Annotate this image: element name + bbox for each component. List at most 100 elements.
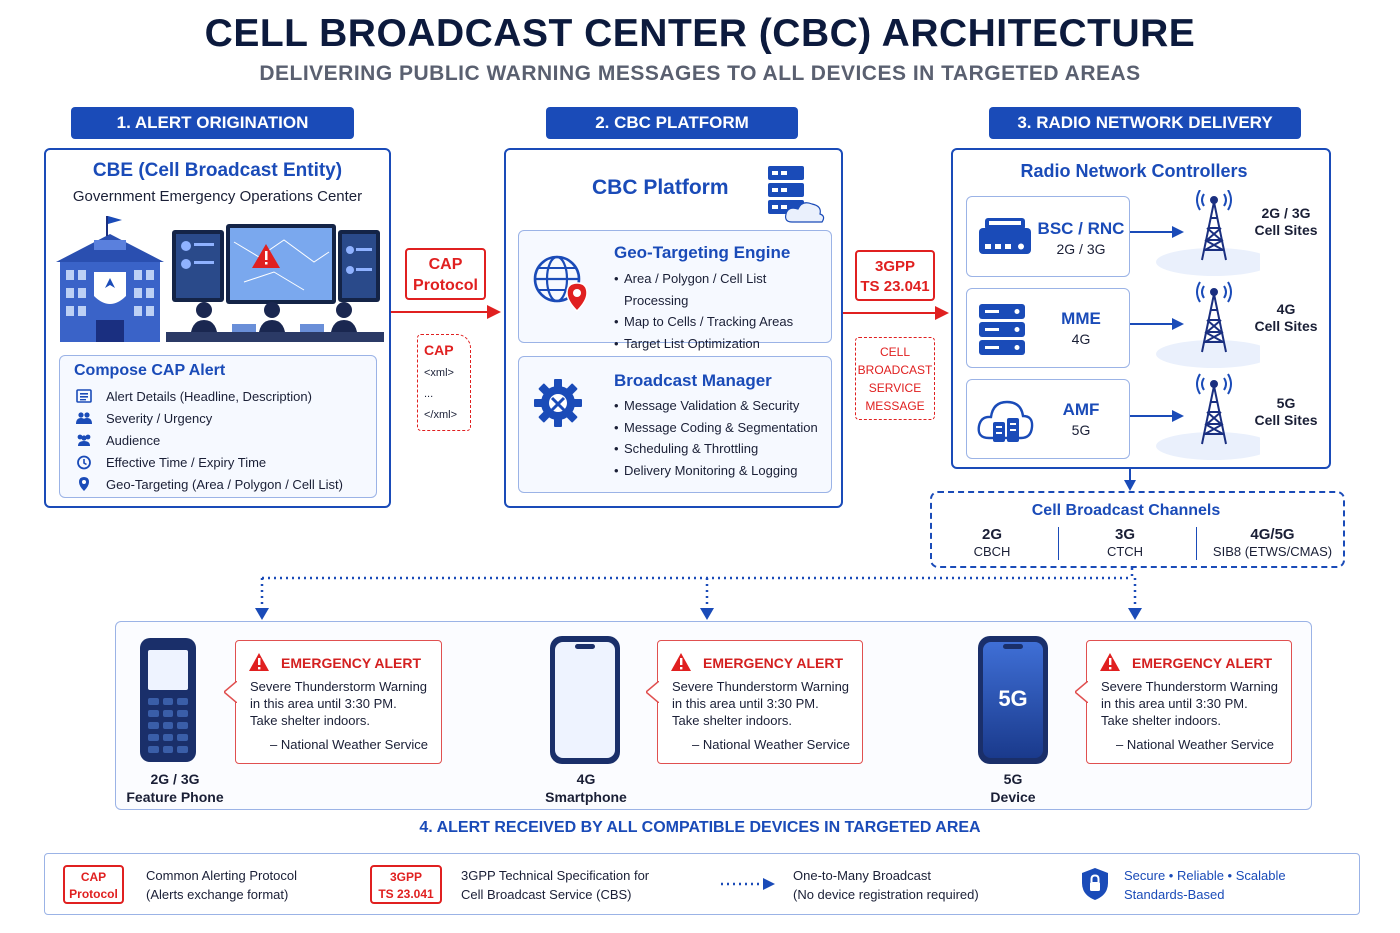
3gpp-label-line1: 3GPP — [874, 258, 916, 275]
radio-network-title: Radio Network Controllers — [1020, 161, 1248, 181]
legend-3gpp-badge: 3GPP TS 23.041 — [370, 865, 442, 904]
cap-doc-title: CAP — [424, 342, 454, 358]
device-label-line2: Device — [990, 789, 1036, 805]
controller-tech: 2G / 3G — [1056, 241, 1106, 257]
cell-sites-line2: Cell Sites — [1254, 222, 1318, 238]
emergency-alert-bubble: EMERGENCY ALERT Severe Thunderstorm Warn… — [1075, 640, 1292, 764]
audience-icon — [77, 434, 91, 446]
controller-name: BSC / RNC — [1037, 219, 1125, 238]
broadcast-manager-panel: Broadcast Manager Message Validation & S… — [518, 356, 832, 493]
devices-panel: 2G / 3G Feature Phone EMERGENCY ALERT Se… — [115, 621, 1312, 810]
cbs-msg-line: BROADCAST — [857, 363, 933, 377]
section-caption-alert-received: 4. ALERT RECEIVED BY ALL COMPATIBLE DEVI… — [419, 819, 981, 836]
alert-line: Take shelter indoors. — [250, 713, 370, 728]
arrow-cbc-to-radio — [843, 306, 949, 320]
alert-line: in this area until 3:30 PM. — [1101, 696, 1248, 711]
smartphone-icon — [550, 636, 620, 764]
cbs-msg-line: MESSAGE — [865, 399, 925, 413]
controller-amf: AMF 5G — [966, 379, 1130, 459]
compose-item: Effective Time / Expiry Time — [76, 451, 372, 473]
cell-broadcast-channels-panel: Cell Broadcast Channels 2G CBCH 3G CTCH … — [930, 491, 1345, 568]
broadcast-manager-item: Message Validation & Security — [614, 395, 829, 417]
channel-name: CBCH — [973, 544, 1011, 559]
broadcast-manager-title: Broadcast Manager — [614, 371, 772, 390]
legend-sec-desc-line1: Secure • Reliable • Scalable — [1124, 868, 1286, 883]
arrow-cbe-to-cbc — [391, 305, 501, 319]
legend-panel: CAP Protocol Common Alerting Protocol (A… — [44, 853, 1360, 915]
legend-cap-badge-line2: Protocol — [69, 887, 118, 901]
network-router-icon — [979, 218, 1031, 254]
legend-3gpp-badge-line2: TS 23.041 — [378, 887, 434, 901]
severity-icon — [76, 412, 92, 424]
legend-cap-desc-line1: Common Alerting Protocol — [146, 868, 298, 883]
channels-title: Cell Broadcast Channels — [1031, 502, 1221, 519]
cap-protocol-line1: CAP — [428, 256, 463, 273]
alert-line: in this area until 3:30 PM. — [250, 696, 397, 711]
legend-3gpp-description: 3GPP Technical Specification for Cell Br… — [461, 866, 649, 904]
section-header-alert-origination: 1. ALERT ORIGINATION — [71, 107, 354, 139]
dotted-arrow-icon — [721, 878, 775, 890]
legend-bc-desc-line1: One-to-Many Broadcast — [793, 868, 932, 883]
cbe-subtitle: Government Emergency Operations Center — [72, 188, 363, 205]
arrow-radio-to-channels — [1124, 468, 1136, 491]
legend-broadcast-description: One-to-Many Broadcast (No device registr… — [793, 866, 979, 904]
controller-mme: MME 4G — [966, 288, 1130, 368]
channel-name: CTCH — [1106, 544, 1144, 559]
gear-icon — [534, 379, 582, 427]
alert-message: Severe Thunderstorm Warning in this area… — [250, 678, 427, 729]
security-shield-icon — [1082, 868, 1108, 900]
alert-source: – National Weather Service — [270, 737, 429, 752]
channel-divider — [1058, 527, 1059, 560]
compose-item: Severity / Urgency — [76, 407, 372, 429]
compose-item-label: Audience — [106, 432, 161, 448]
cbc-platform-title: CBC Platform — [592, 176, 729, 199]
cloud-server-icon — [977, 400, 1034, 442]
page-title: CELL BROADCAST CENTER (CBC) ARCHITECTURE — [204, 12, 1196, 55]
cbc-platform-panel: CBC Platform Geo-Targeting Engine Area /… — [504, 148, 843, 508]
alert-line: Take shelter indoors. — [672, 713, 792, 728]
controller-tech: 4G — [1071, 331, 1091, 347]
cell-tower-icon — [1196, 190, 1232, 261]
server-stack-icon — [979, 304, 1025, 355]
legend-3gpp-desc-line2: Cell Broadcast Service (CBS) — [461, 887, 632, 902]
tower-row — [1130, 373, 1260, 460]
list-icon — [76, 389, 92, 403]
device-label-line1: 5G — [1003, 771, 1023, 787]
legend-cap-description: Common Alerting Protocol (Alerts exchang… — [146, 866, 297, 904]
channel-gen: 4G/5G — [1250, 526, 1295, 543]
device-label-line2: Feature Phone — [126, 789, 224, 805]
section-header-radio-delivery: 3. RADIO NETWORK DELIVERY — [989, 107, 1301, 139]
cap-doc-line3: </xml> — [424, 409, 458, 421]
warning-icon — [249, 653, 269, 671]
warning-icon — [1100, 653, 1120, 671]
warning-icon — [671, 653, 691, 671]
legend-cap-badge: CAP Protocol — [63, 865, 124, 904]
5g-badge: 5G — [998, 686, 1028, 711]
device-label-line2: Smartphone — [545, 789, 627, 805]
channel-divider — [1196, 527, 1197, 560]
alert-source: – National Weather Service — [692, 737, 851, 752]
device-label-line1: 4G — [576, 771, 596, 787]
geo-targeting-item: Map to Cells / Tracking Areas — [614, 311, 829, 333]
cell-sites-line2: Cell Sites — [1254, 412, 1318, 428]
channel-3g: 3G CTCH — [1064, 526, 1186, 560]
legend-bc-desc-line2: (No device registration required) — [793, 887, 979, 902]
emergency-alert-bubble: EMERGENCY ALERT Severe Thunderstorm Warn… — [224, 640, 442, 764]
emergency-alert-bubble: EMERGENCY ALERT Severe Thunderstorm Warn… — [646, 640, 863, 764]
broadcast-manager-list: Message Validation & Security Message Co… — [614, 395, 829, 481]
cell-sites-label: 5G Cell Sites — [1245, 395, 1327, 429]
5g-device-icon — [978, 636, 1048, 764]
compose-cap-alert-title: Compose CAP Alert — [74, 362, 226, 379]
compose-item-label: Effective Time / Expiry Time — [106, 454, 267, 470]
monitor-wall-icon — [172, 224, 380, 304]
cell-tower-graphics — [1130, 190, 1260, 460]
cell-sites-line1: 4G — [1276, 301, 1296, 317]
alert-line: in this area until 3:30 PM. — [672, 696, 819, 711]
cap-xml-document: CAP <xml> ... </xml> — [417, 334, 471, 431]
compose-item: Audience — [76, 429, 372, 451]
cap-doc-line2: ... — [424, 388, 434, 400]
tower-row — [1130, 190, 1260, 276]
alert-title: EMERGENCY ALERT — [281, 655, 422, 671]
cbe-title: CBE (Cell Broadcast Entity) — [92, 160, 343, 181]
page-subtitle: DELIVERING PUBLIC WARNING MESSAGES TO AL… — [259, 62, 1141, 85]
